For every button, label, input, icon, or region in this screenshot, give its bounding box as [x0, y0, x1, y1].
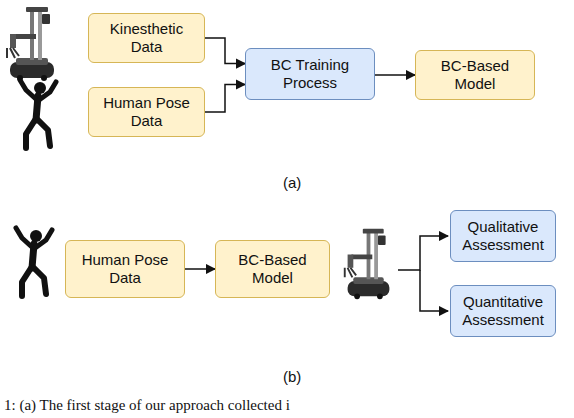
box-label: Human Pose Data: [71, 251, 179, 287]
process-box: Quantitative Assessment: [450, 285, 556, 337]
data-box: Kinesthetic Data: [88, 13, 205, 63]
box-label: Qualitative Assessment: [456, 218, 550, 254]
process-box: BC Training Process: [245, 48, 375, 100]
assessment-arrow: [420, 270, 448, 311]
data-box: Human Pose Data: [88, 87, 205, 137]
process-box: Qualitative Assessment: [450, 210, 556, 262]
panel-label: (b): [283, 368, 301, 385]
box-label: Kinesthetic Data: [94, 20, 199, 56]
flow-arrow: [185, 268, 215, 270]
assessment-arrow: [398, 236, 448, 270]
flow-arrow: [205, 84, 245, 112]
box-label: BC Training Process: [251, 56, 369, 92]
box-label: BC-Based Model: [421, 57, 529, 93]
robot-icon: [345, 229, 390, 299]
flow-arrow: [375, 74, 415, 76]
box-label: Human Pose Data: [94, 94, 199, 130]
data-box: Human Pose Data: [65, 240, 185, 298]
data-box: BC-Based Model: [415, 50, 535, 100]
figure-caption: 1: (a) The first stage of our approach c…: [4, 397, 290, 414]
robot-icon: [7, 7, 54, 81]
data-box: BC-Based Model: [215, 240, 330, 298]
panel-label: (a): [283, 174, 301, 191]
box-label: BC-Based Model: [221, 251, 324, 287]
flow-arrow: [205, 38, 245, 64]
box-label: Quantitative Assessment: [456, 293, 550, 329]
human-icon: [16, 228, 52, 296]
human-icon: [20, 80, 56, 148]
